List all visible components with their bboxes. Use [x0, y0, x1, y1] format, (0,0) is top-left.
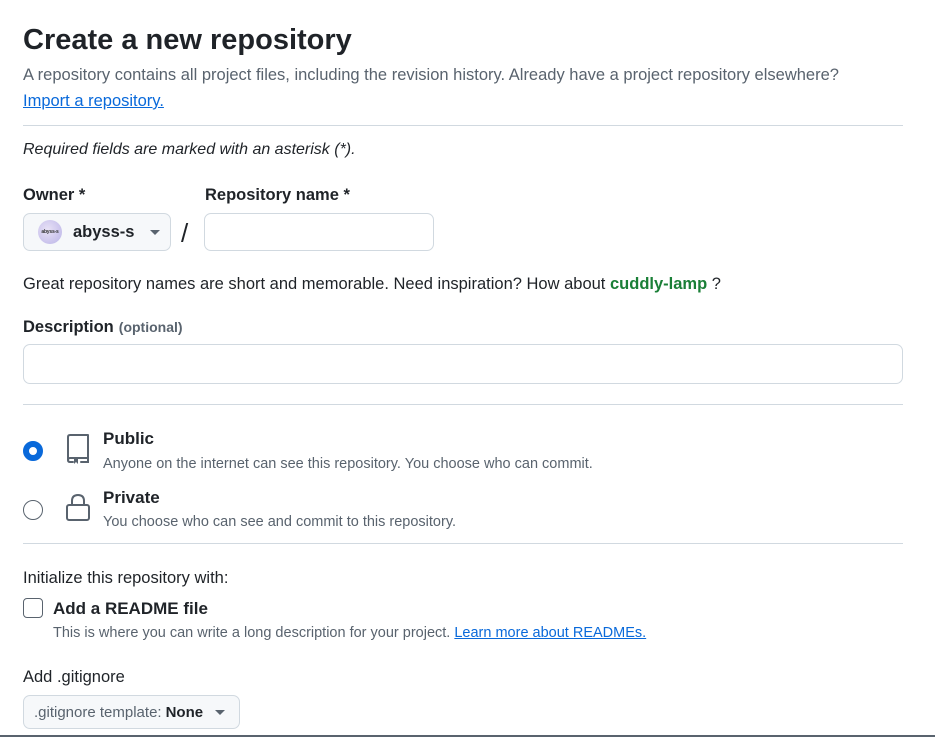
readme-description: This is where you can write a long descr… — [53, 625, 646, 641]
gitignore-prefix: .gitignore template: — [34, 703, 162, 721]
readme-checkbox[interactable] — [23, 598, 43, 618]
divider — [23, 125, 903, 126]
gitignore-label: Add .gitignore — [23, 668, 125, 686]
chevron-down-icon — [215, 709, 226, 715]
readme-description-text: This is where you can write a long descr… — [53, 625, 451, 641]
description-label: Description(optional) — [23, 318, 183, 337]
optional-tag: (optional) — [118, 319, 183, 335]
readme-label[interactable]: Add a README file — [53, 599, 208, 618]
hint-suffix: ? — [711, 275, 721, 293]
import-repository-link[interactable]: Import a repository. — [23, 92, 164, 110]
public-radio[interactable] — [23, 441, 43, 461]
page-title: Create a new repository — [23, 24, 352, 56]
learn-more-readmes-link[interactable]: Learn more about READMEs. — [454, 625, 647, 641]
description-label-text: Description — [23, 318, 114, 336]
owner-name: abyss-s — [73, 222, 135, 241]
repo-icon — [67, 434, 89, 464]
avatar: abyss-s — [38, 220, 62, 244]
repository-name-input[interactable] — [204, 213, 434, 251]
private-radio[interactable] — [23, 500, 43, 520]
description-input[interactable] — [23, 344, 903, 384]
owner-repo-separator: / — [181, 218, 189, 248]
divider — [23, 404, 903, 405]
repository-name-label: Repository name * — [205, 186, 350, 204]
name-suggestion[interactable]: cuddly-lamp — [609, 275, 708, 293]
initialize-heading: Initialize this repository with: — [23, 569, 229, 587]
private-description: You choose who can see and commit to thi… — [103, 514, 457, 530]
owner-label: Owner * — [23, 186, 86, 204]
hint-text: Great repository names are short and mem… — [23, 275, 606, 293]
public-title: Public — [103, 429, 155, 448]
public-description: Anyone on the internet can see this repo… — [103, 456, 593, 472]
owner-select-button[interactable]: abyss-s abyss-s — [23, 213, 171, 251]
gitignore-template-button[interactable]: .gitignore template: None — [23, 695, 240, 729]
divider — [23, 543, 903, 544]
chevron-down-icon — [150, 229, 161, 235]
repository-name-hint: Great repository names are short and mem… — [23, 275, 721, 294]
private-title: Private — [103, 488, 160, 507]
lock-icon — [66, 493, 90, 521]
required-fields-note: Required fields are marked with an aster… — [23, 141, 356, 158]
bottom-border — [0, 735, 935, 737]
page-subtitle: A repository contains all project files,… — [23, 66, 839, 84]
gitignore-value: None — [165, 703, 204, 721]
